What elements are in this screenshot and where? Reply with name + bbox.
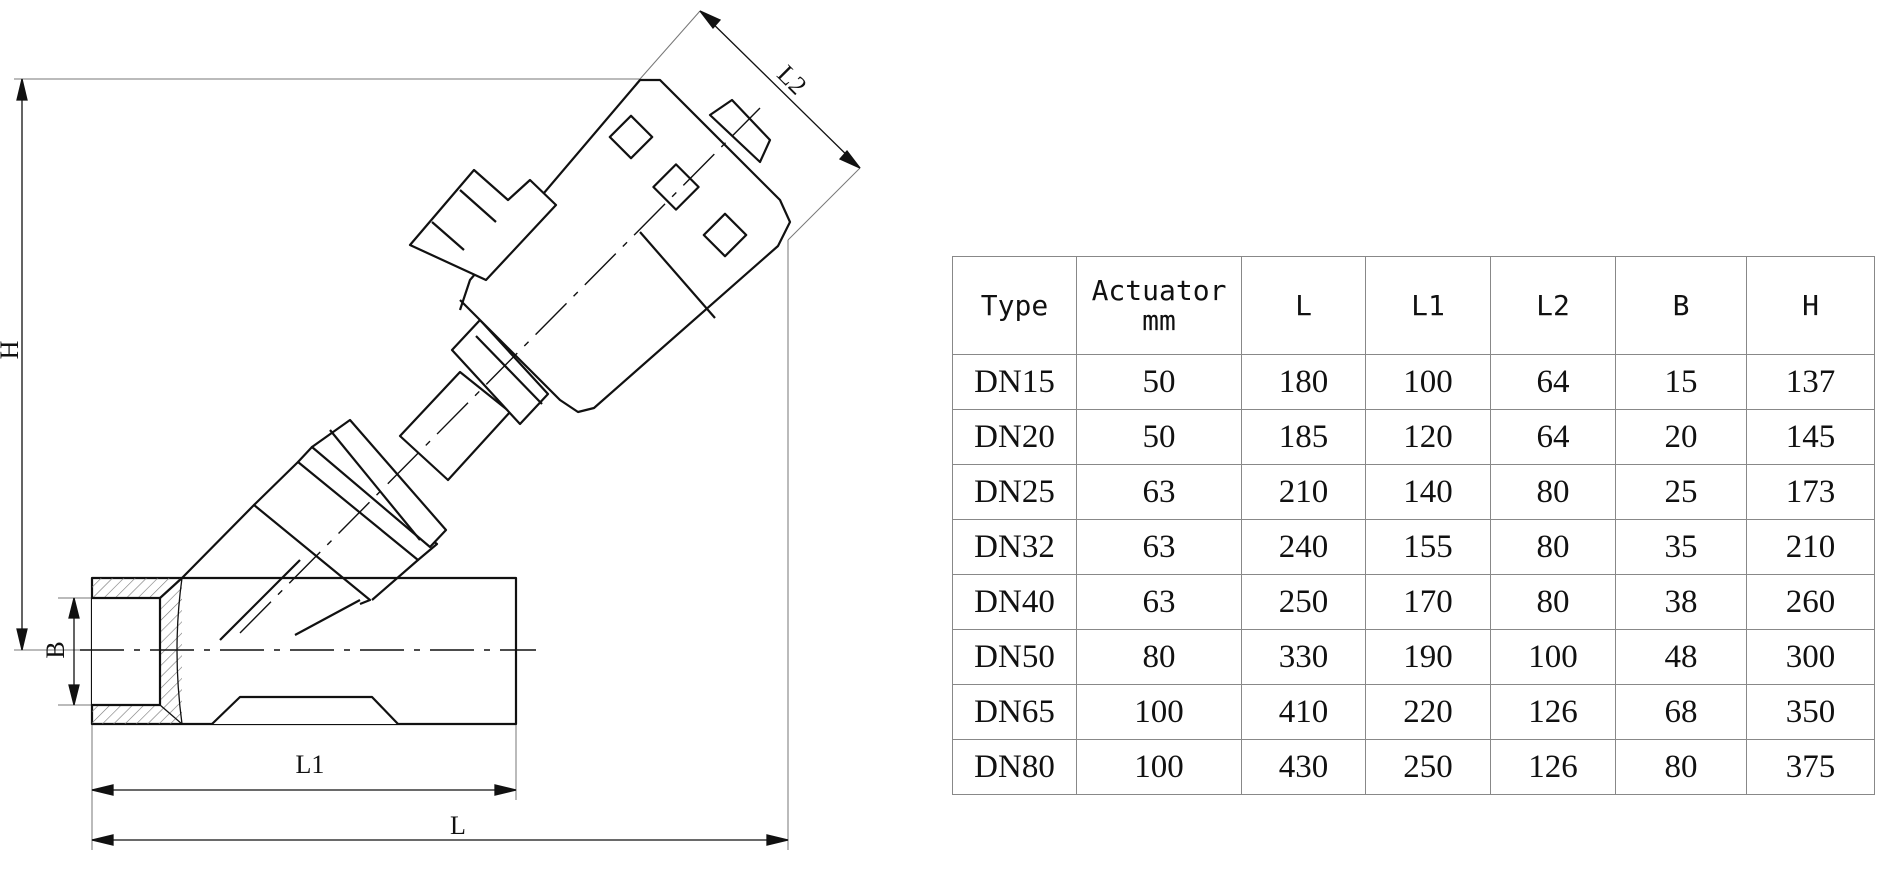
table-cell: 64 [1490,354,1616,410]
header-type: Type [952,256,1077,355]
table-cell: DN25 [952,464,1077,520]
table-cell: 50 [1076,409,1242,465]
table-cell: 126 [1490,684,1616,740]
table-cell: 80 [1490,464,1616,520]
table-cell: 250 [1241,574,1366,630]
table-cell: 126 [1490,739,1616,795]
table-cell: DN15 [952,354,1077,410]
dim-label-L: L [450,811,466,840]
table-cell: 350 [1746,684,1875,740]
table-cell: 155 [1365,519,1491,575]
table-cell: 330 [1241,629,1366,685]
table-cell: 170 [1365,574,1491,630]
dim-label-B: B [41,641,70,658]
table-cell: 300 [1746,629,1875,685]
table-cell: 145 [1746,409,1875,465]
header-L1: L1 [1365,256,1491,355]
table-cell: 190 [1365,629,1491,685]
table-cell: 375 [1746,739,1875,795]
table-cell: DN65 [952,684,1077,740]
table-cell: 120 [1365,409,1491,465]
table-cell: 100 [1076,684,1242,740]
header-B: B [1615,256,1747,355]
table-cell: 63 [1076,519,1242,575]
table-cell: 410 [1241,684,1366,740]
table-cell: 38 [1615,574,1747,630]
header-H: H [1746,256,1875,355]
dim-label-H: H [0,340,24,359]
table-cell: 100 [1365,354,1491,410]
table-cell: 260 [1746,574,1875,630]
table-cell: 68 [1615,684,1747,740]
table-cell: 63 [1076,464,1242,520]
valve-technical-drawing: H B L1 L L2 [0,10,861,850]
table-cell: 220 [1365,684,1491,740]
table-cell: 100 [1490,629,1616,685]
table-cell: 137 [1746,354,1875,410]
table-cell: DN20 [952,409,1077,465]
table-cell: 50 [1076,354,1242,410]
center-lines [80,107,761,651]
table-cell: 35 [1615,519,1747,575]
dim-label-L1: L1 [296,750,325,779]
table-header-row: Type Actuator mm L L1 L2 B H [952,256,1875,355]
table-cell: 180 [1241,354,1366,410]
table-cell: 140 [1365,464,1491,520]
table-cell: DN32 [952,519,1077,575]
dimension-lines [16,10,861,846]
header-actuator: Actuator mm [1076,256,1242,355]
dim-label-L2: L2 [772,60,813,101]
table-cell: DN50 [952,629,1077,685]
table-cell: 240 [1241,519,1366,575]
header-L: L [1241,256,1366,355]
table-cell: 210 [1241,464,1366,520]
table-cell: 250 [1365,739,1491,795]
header-L2: L2 [1490,256,1616,355]
table-cell: 64 [1490,409,1616,465]
table-cell: 48 [1615,629,1747,685]
valve-body [90,78,792,726]
table-cell: DN80 [952,739,1077,795]
header-actuator-label: Actuator mm [1091,273,1227,337]
table-cell: 430 [1241,739,1366,795]
table-cell: 80 [1076,629,1242,685]
table-cell: 80 [1490,519,1616,575]
table-cell: 100 [1076,739,1242,795]
table-cell: 80 [1615,739,1747,795]
table-cell: 20 [1615,409,1747,465]
table-cell: 173 [1746,464,1875,520]
table-cell: 185 [1241,409,1366,465]
table-cell: 25 [1615,464,1747,520]
table-cell: 63 [1076,574,1242,630]
table-cell: 210 [1746,519,1875,575]
table-cell: DN40 [952,574,1077,630]
table-cell: 80 [1490,574,1616,630]
table-cell: 15 [1615,354,1747,410]
